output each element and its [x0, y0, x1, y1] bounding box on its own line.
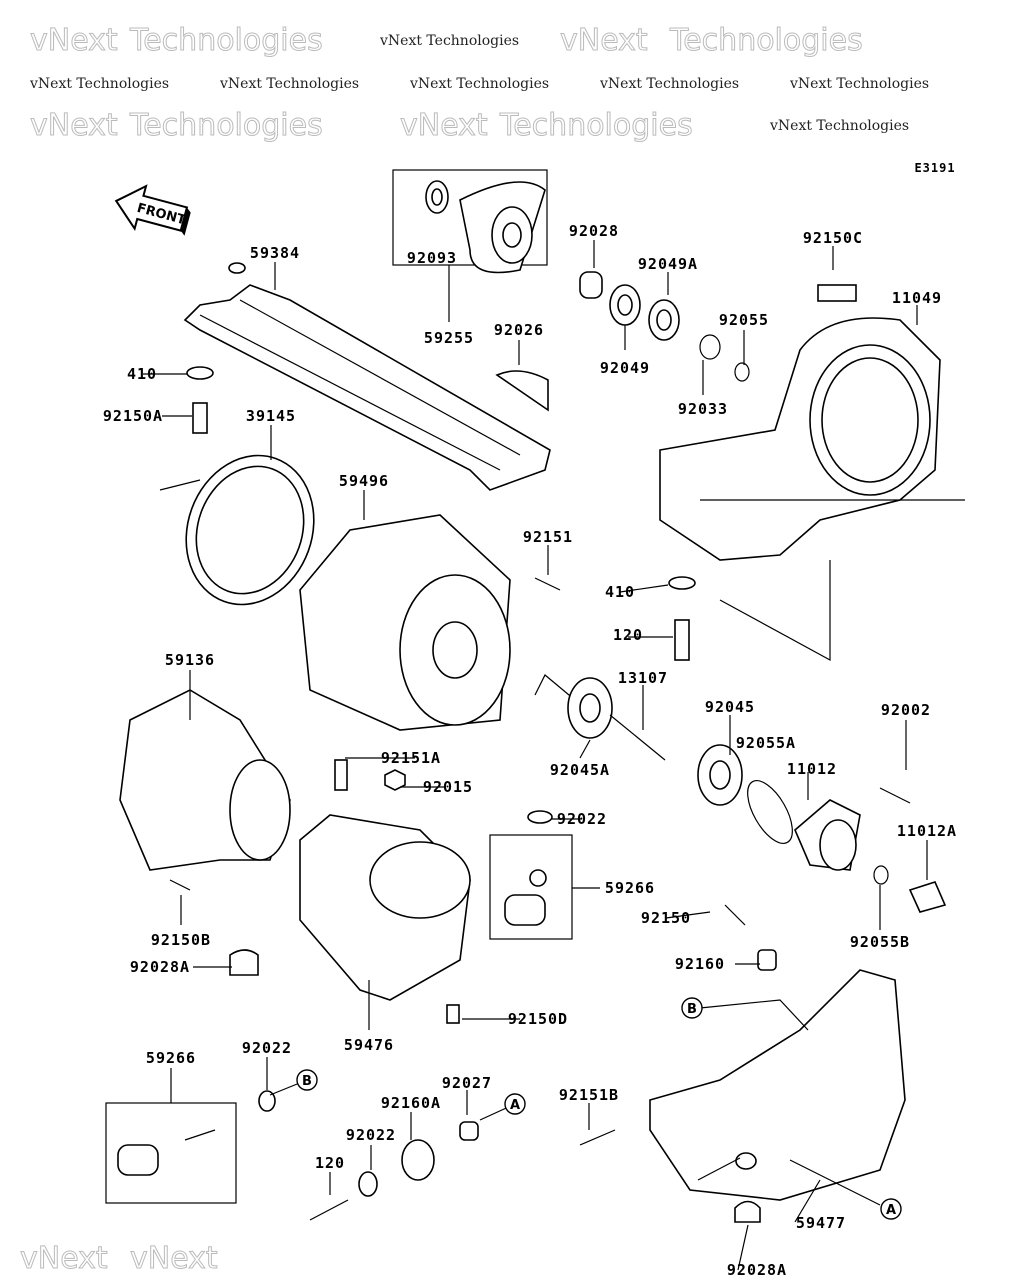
reference-letter: A — [886, 1203, 896, 1218]
watermark: Technologies — [499, 108, 693, 143]
part-labels: 92093 92028 92049A 92150C 11049 59384 92… — [103, 222, 957, 1279]
part-label: 59384 — [250, 244, 300, 262]
part-label: 92150A — [103, 407, 163, 425]
part-label: 59266 — [605, 879, 655, 897]
part-label: 92045 — [705, 698, 755, 716]
part-label: 92022 — [557, 810, 607, 828]
part-label: 120 — [315, 1154, 345, 1172]
part-label: 59496 — [339, 472, 389, 490]
part-label: 92151B — [559, 1086, 619, 1104]
part-label: 120 — [613, 626, 643, 644]
part-label: 39145 — [246, 407, 296, 425]
watermark: vNext — [20, 1241, 108, 1276]
part-label: 92055A — [736, 734, 796, 752]
part-label: 59476 — [344, 1036, 394, 1054]
part-label: 59266 — [146, 1049, 196, 1067]
part-label: 92055 — [719, 311, 769, 329]
watermark: vNext Technologies — [409, 76, 549, 92]
watermark: Technologies — [129, 23, 323, 58]
reference-letter: A — [510, 1098, 520, 1113]
watermark: vNext Technologies — [599, 76, 739, 92]
watermark: vNext — [400, 108, 488, 143]
part-label: 92033 — [678, 400, 728, 418]
part-label: 11049 — [892, 289, 942, 307]
reference-letter: B — [687, 1002, 697, 1017]
part-label: 410 — [127, 365, 157, 383]
part-label: 59477 — [796, 1214, 846, 1232]
diagram-code: E3191 — [914, 161, 955, 175]
part-label: 92028 — [569, 222, 619, 240]
part-label: 92151 — [523, 528, 573, 546]
part-label: 92002 — [881, 701, 931, 719]
reference-letter: B — [302, 1074, 312, 1089]
part-label: 92093 — [407, 249, 457, 267]
part-label: 410 — [605, 583, 635, 601]
part-label: 92022 — [346, 1126, 396, 1144]
part-label: 92028A — [130, 958, 190, 976]
watermark: Technologies — [129, 108, 323, 143]
watermark: vNext Technologies — [379, 33, 519, 49]
watermark: vNext — [30, 23, 118, 58]
part-label: 92150B — [151, 931, 211, 949]
part-label: 92151A — [381, 749, 441, 767]
part-label: 92055B — [850, 933, 910, 951]
part-label: 92150C — [803, 229, 863, 247]
watermark: vNext Technologies — [769, 118, 909, 134]
part-label: 92049 — [600, 359, 650, 377]
watermark: vNext Technologies — [789, 76, 929, 92]
front-arrow-icon: FRONT — [114, 184, 191, 236]
part-label: 92026 — [494, 321, 544, 339]
part-label: 13107 — [618, 669, 668, 687]
part-label: 92160 — [675, 955, 725, 973]
part-label: 59136 — [165, 651, 215, 669]
watermark: vNext Technologies — [29, 76, 169, 92]
watermark: vNext — [560, 23, 648, 58]
watermark: vNext — [30, 108, 118, 143]
reference-markers: B A B A — [296, 997, 902, 1220]
part-label: 92150 — [641, 909, 691, 927]
part-label: 92160A — [381, 1094, 441, 1112]
part-label: 92028A — [727, 1261, 787, 1279]
parts — [105, 169, 965, 1223]
part-label: 92027 — [442, 1074, 492, 1092]
watermark: Technologies — [669, 23, 863, 58]
leader-lines — [143, 240, 928, 1271]
watermark: vNext Technologies — [219, 76, 359, 92]
part-label: 92045A — [550, 761, 610, 779]
part-label: 59255 — [424, 329, 474, 347]
part-label: 92049A — [638, 255, 698, 273]
part-label: 92015 — [423, 778, 473, 796]
part-label: 11012A — [897, 822, 957, 840]
watermarks: vNext Technologies vNext Technologies vN… — [20, 23, 930, 1277]
watermark: vNext — [130, 1241, 218, 1276]
part-label: 92150D — [508, 1010, 568, 1028]
part-label: 11012 — [787, 760, 837, 778]
part-label: 92022 — [242, 1039, 292, 1057]
